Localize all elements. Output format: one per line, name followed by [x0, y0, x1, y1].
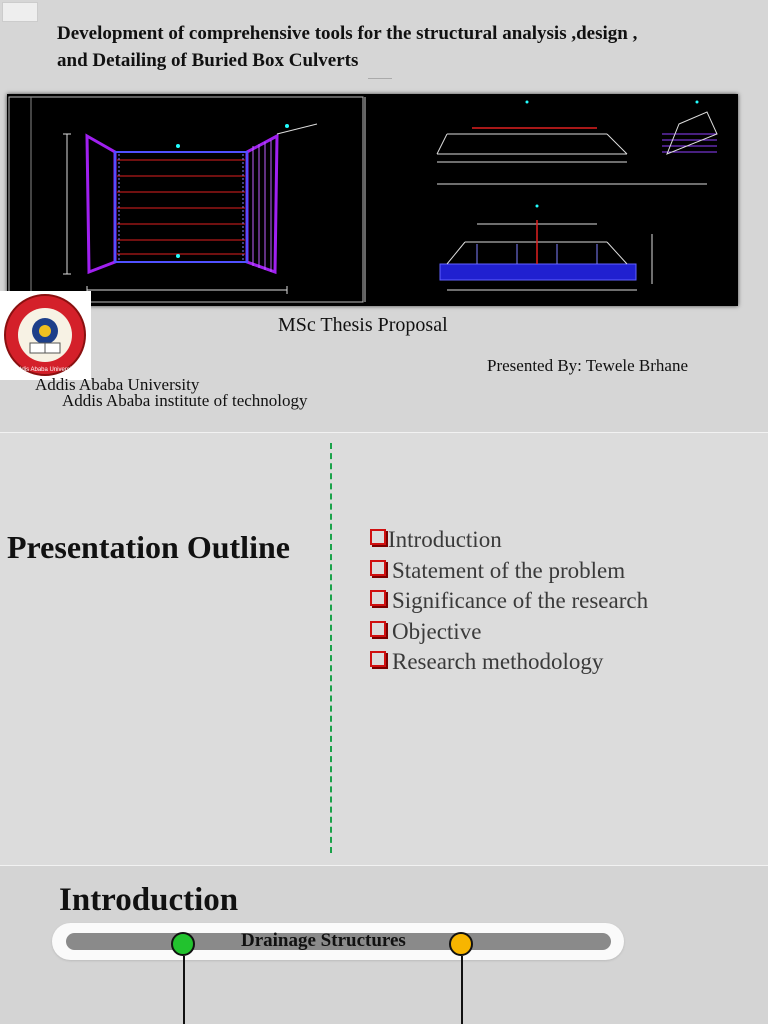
checkbox-bullet-icon	[370, 590, 386, 606]
timeline-node-orange	[449, 932, 473, 956]
dashed-divider	[330, 443, 332, 853]
outline-item-introduction: Introduction	[370, 525, 648, 556]
institute-name: Addis Ababa institute of technology	[62, 391, 308, 410]
university-logo: Addis Ababa University	[0, 291, 91, 380]
title-line-1: Development of comprehensive tools for t…	[57, 23, 638, 44]
title-line-2: and Detailing of Buried Box Culverts	[57, 50, 359, 71]
checkbox-bullet-icon	[370, 529, 386, 545]
introduction-title: Introduction	[59, 882, 239, 918]
outline-title: Presentation Outline	[7, 529, 290, 565]
checkbox-bullet-icon	[370, 651, 386, 667]
title-slide: Development of comprehensive tools for t…	[0, 0, 768, 432]
timeline-bar	[66, 933, 611, 950]
thesis-subtitle: MSc Thesis Proposal	[278, 314, 448, 336]
slide-separator	[0, 432, 768, 433]
outline-item-significance: Significance of the research	[370, 586, 648, 617]
cad-drawing-image	[7, 94, 738, 306]
title-rule	[368, 78, 392, 79]
outline-list: Introduction Statement of the problem Si…	[370, 525, 648, 678]
outline-item-problem-statement: Statement of the problem	[370, 556, 648, 587]
logo-lettering: Addis Ababa University	[14, 367, 76, 373]
connector-line-left	[183, 956, 185, 1024]
connector-line-right	[461, 956, 463, 1024]
outline-item-methodology: Research methodology	[370, 647, 648, 678]
slide-thumbnail	[2, 2, 38, 22]
outline-item-objective: Objective	[370, 617, 648, 648]
checkbox-bullet-icon	[370, 620, 386, 637]
university-name: Addis Ababa University	[35, 375, 200, 394]
checkbox-bullet-icon	[370, 559, 386, 576]
slide-separator	[0, 865, 768, 866]
outline-slide: Presentation Outline Introduction Statem…	[0, 433, 768, 865]
introduction-slide: Introduction Drainage Structures	[0, 866, 768, 1024]
drainage-structures-label: Drainage Structures	[241, 930, 406, 951]
presenter-name: Presented By: Tewele Brhane	[487, 356, 689, 375]
timeline-node-green	[171, 932, 195, 956]
slide-title: Development of comprehensive tools for t…	[57, 20, 757, 74]
